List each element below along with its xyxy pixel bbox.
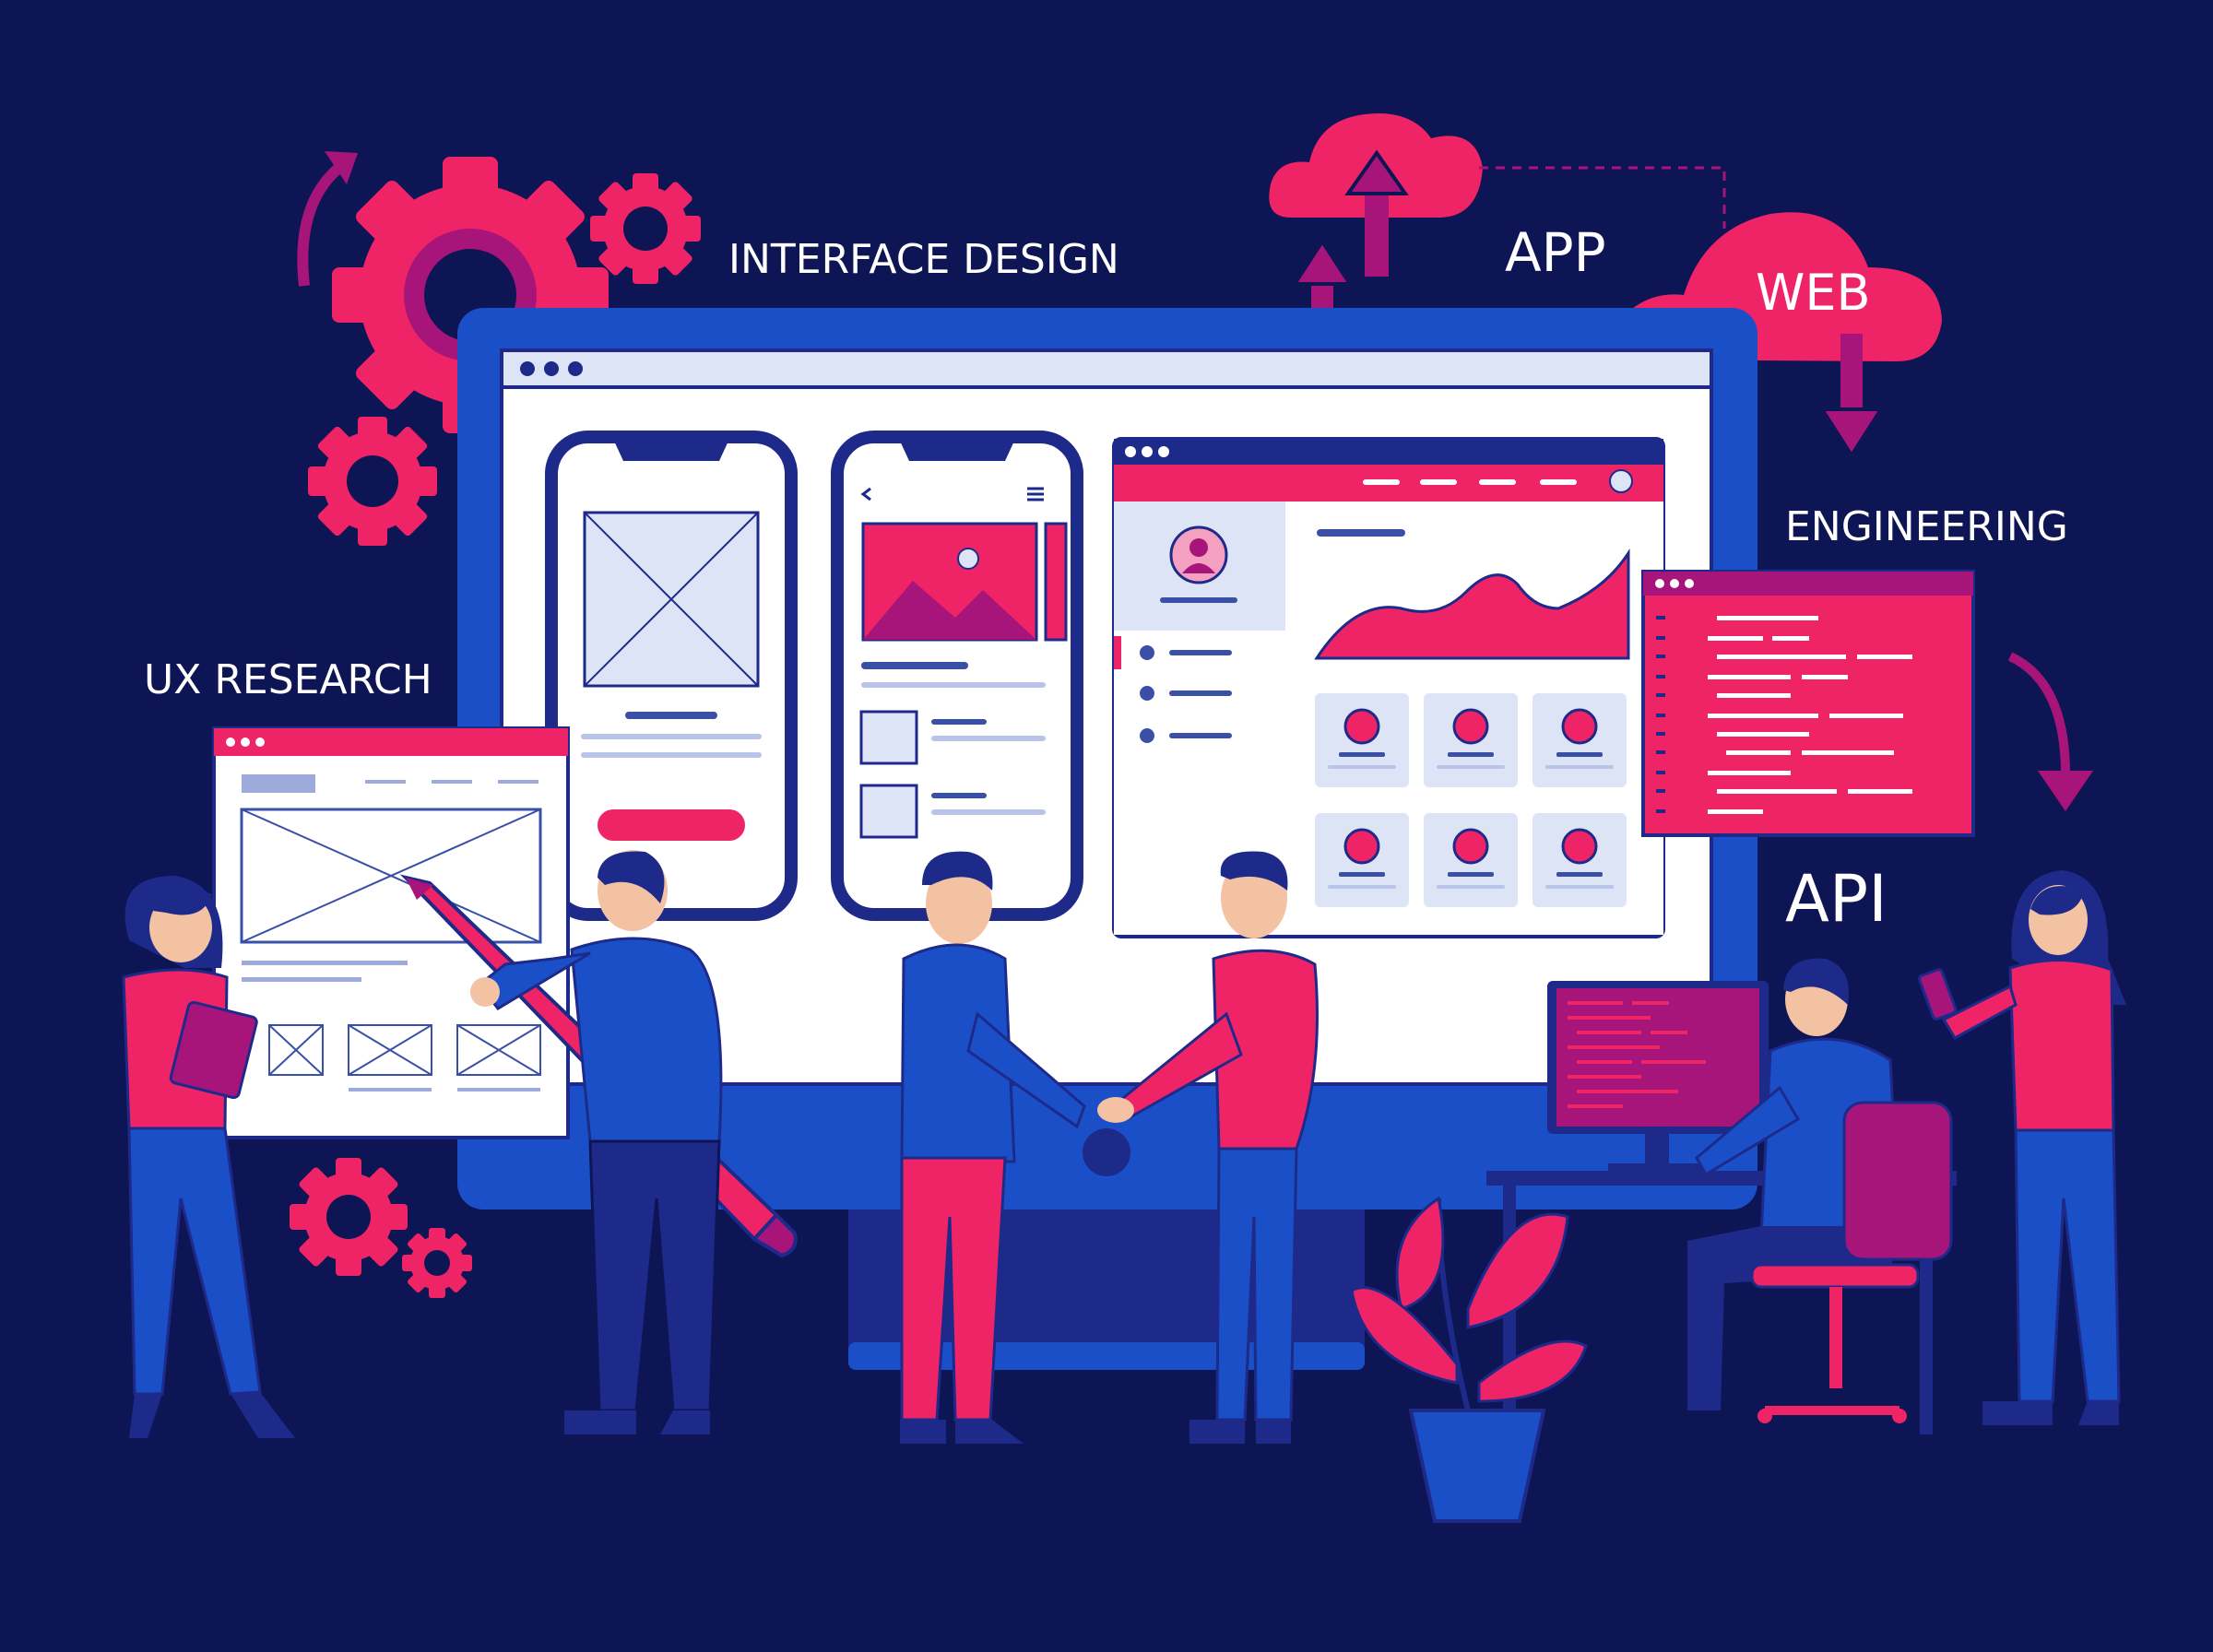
gear-icon (590, 173, 701, 284)
person-client (900, 851, 1086, 1444)
arrow-down-icon (1818, 334, 1885, 459)
cloud-upload-icon (1269, 113, 1483, 277)
engineering-label: ENGINEERING (1785, 503, 2068, 550)
person-ux-researcher (122, 876, 295, 1438)
plant-icon (1350, 1196, 1588, 1523)
back-arrow-icon (860, 487, 871, 502)
avatar-icon (1169, 525, 1228, 584)
phone-mockup-2 (831, 431, 1083, 921)
wireframe-board (212, 726, 570, 1139)
web-label: WEB (1756, 264, 1871, 322)
phone-mockup-1 (545, 431, 798, 921)
gear-icon (308, 417, 437, 546)
handshake-ball (1083, 1128, 1130, 1176)
curved-arrow-icon (2007, 652, 2093, 811)
connector-line (1479, 166, 1726, 229)
gear-icon (290, 1158, 408, 1276)
ux-research-label: UX RESEARCH (144, 656, 432, 703)
office-chair (1750, 1101, 1953, 1423)
person-tester (1918, 870, 2126, 1425)
person-designer (470, 850, 723, 1434)
dashboard-mockup (1112, 437, 1665, 938)
app-label: APP (1505, 221, 1606, 284)
curved-arrow-icon (297, 151, 358, 287)
desktop-monitor (1547, 981, 1769, 1171)
code-window (1641, 570, 1975, 837)
api-label: API (1785, 861, 1888, 937)
menu-icon (1027, 487, 1044, 502)
image-placeholder-icon (583, 511, 760, 688)
image-placeholder-icon (861, 522, 1038, 642)
interface-design-label: INTERFACE DESIGN (728, 236, 1119, 283)
person-developer (1097, 851, 1319, 1444)
gear-icon (402, 1228, 472, 1298)
